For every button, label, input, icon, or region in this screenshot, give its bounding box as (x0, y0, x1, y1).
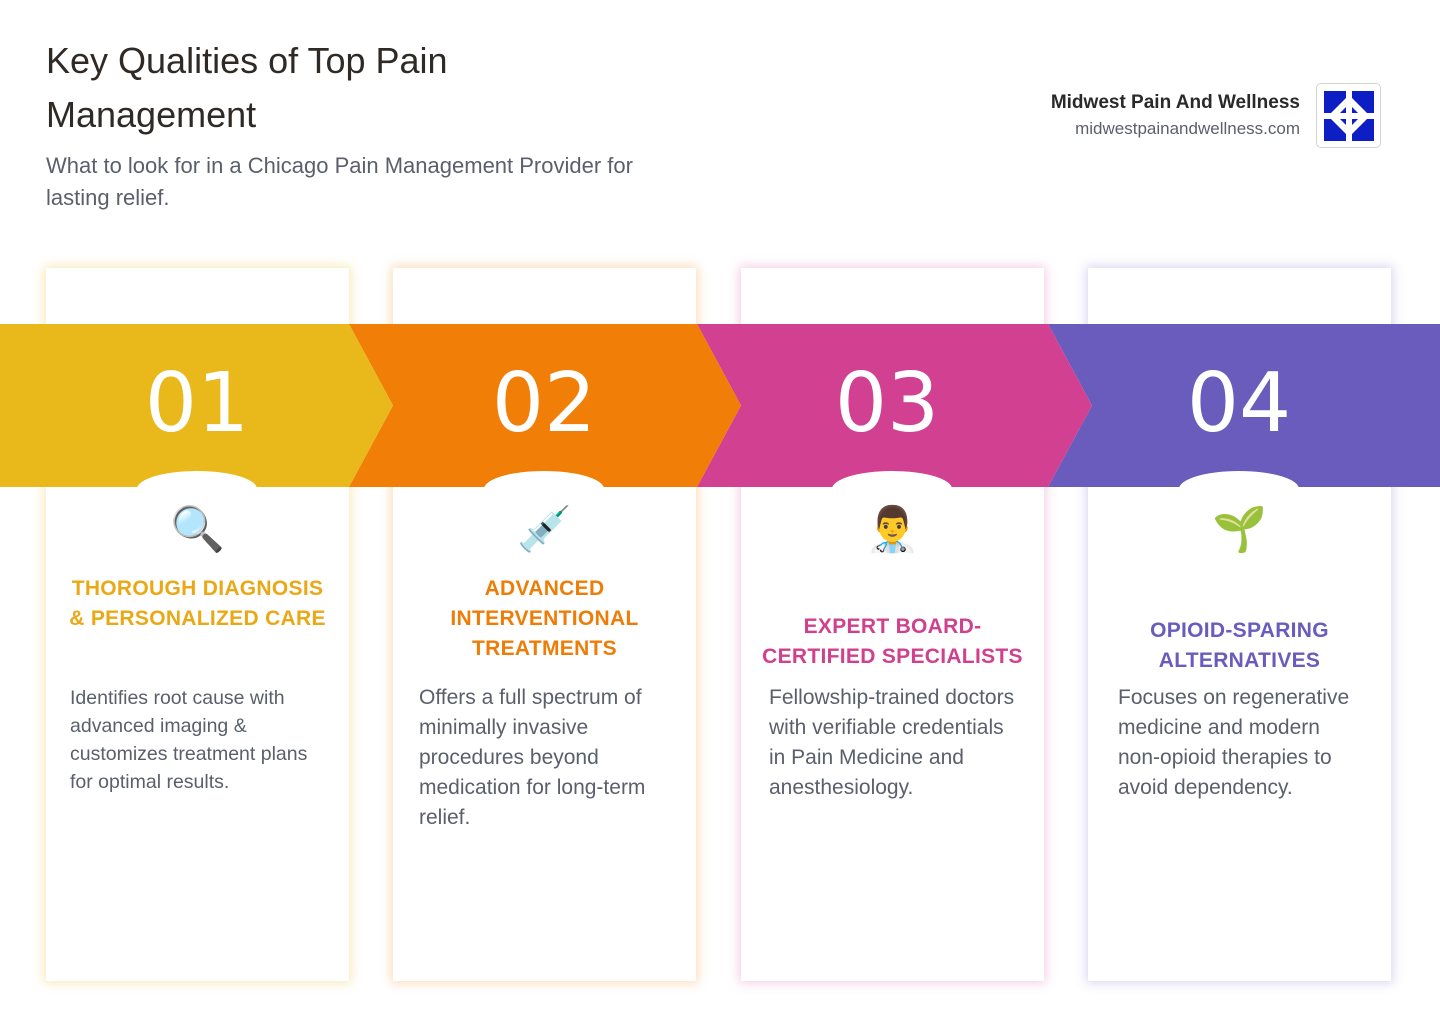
step-heading: ADVANCED INTERVENTIONAL TREATMENTS (450, 577, 639, 660)
arrow-segment-4 (1048, 324, 1440, 487)
brand-logo (1316, 83, 1381, 148)
bubble-top-2 (484, 471, 604, 487)
arrow-segment-3 (697, 324, 1092, 487)
syringe-icon: 💉 (517, 504, 572, 555)
brand-url[interactable]: midwestpainandwellness.com (1075, 119, 1300, 138)
magnifying-glass-icon: 🔍 (170, 504, 225, 555)
icon-bubble (484, 470, 605, 590)
logo-mark-icon (1323, 90, 1374, 141)
step-number-4: 04 (1186, 356, 1292, 451)
icon-bubble (832, 470, 953, 590)
step-number-2: 02 (491, 356, 597, 451)
step-description: Identifies root cause with advanced imag… (70, 687, 308, 793)
step-heading: EXPERT BOARD-CERTIFIED SPECIALISTS (762, 615, 1023, 668)
brand-name: Midwest Pain And Wellness (1050, 92, 1300, 113)
page-title: Key Qualities of Top Pain Management (46, 40, 448, 135)
step-number-1: 01 (144, 356, 250, 451)
brand-block: Midwest Pain And Wellness midwestpainand… (1051, 90, 1300, 142)
step-heading: THOROUGH DIAGNOSIS & PERSONALIZED CARE (69, 577, 326, 630)
step-description: Focuses on regenerative medicine and mod… (1118, 686, 1350, 799)
arrow-segment-1 (0, 324, 393, 487)
step-arrow-band (0, 324, 1440, 487)
step-description: Fellowship-trained doctors with verifiab… (769, 686, 1015, 799)
icon-bubble (1179, 470, 1300, 590)
step-heading: OPIOID-SPARING ALTERNATIVES (1150, 619, 1329, 672)
seedling-icon: 🌱 (1212, 504, 1267, 555)
step-number-3: 03 (834, 356, 940, 451)
page-subtitle: What to look for in a Chicago Pain Manag… (46, 153, 633, 210)
arrow-segment-2 (349, 324, 741, 487)
doctor-icon: 👨‍⚕️ (865, 504, 920, 555)
bubble-top-3 (832, 471, 952, 487)
bubble-top-1 (137, 471, 257, 487)
bubble-top-4 (1179, 471, 1299, 487)
step-description: Offers a full spectrum of minimally inva… (419, 686, 646, 829)
icon-bubble (137, 470, 258, 590)
